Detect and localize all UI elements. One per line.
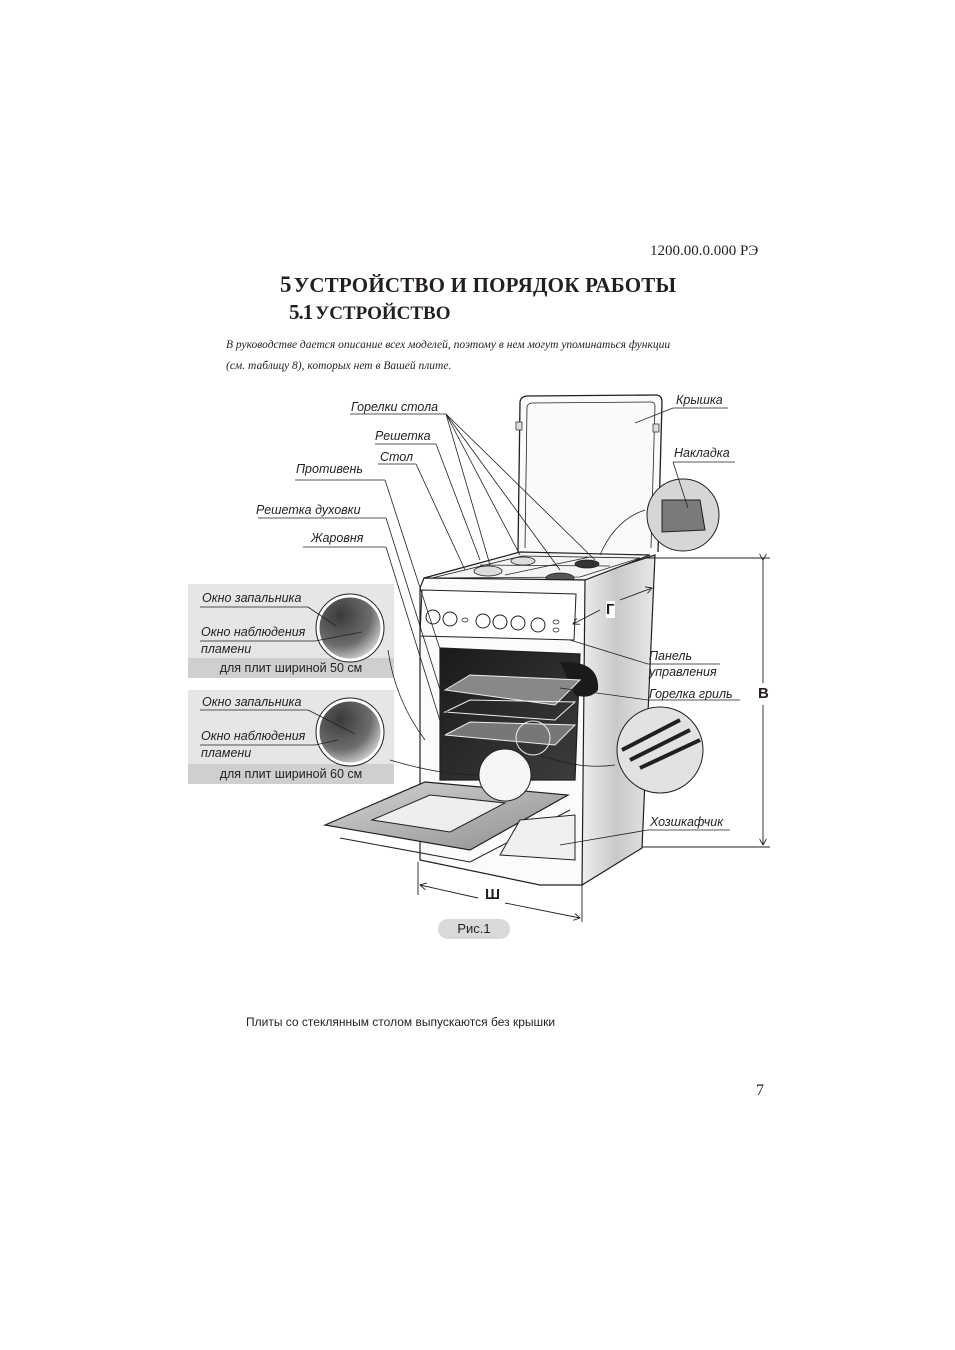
label-oven-rack: Решетка духовки: [256, 503, 361, 517]
dimension-depth: Г: [606, 601, 615, 618]
label-flame-window-50-1: Окно наблюдения: [201, 625, 306, 639]
intro-line-1: В руководстве дается описание всех модел…: [226, 339, 671, 351]
label-grill-burner: Горелка гриль: [649, 687, 733, 701]
label-flame-window-60-2: пламени: [201, 746, 252, 760]
intro-paragraph: В руководстве дается описание всех модел…: [226, 335, 746, 377]
label-grate: Решетка: [375, 429, 431, 443]
label-overlay: Накладка: [674, 446, 730, 460]
oven-cavity: [439, 647, 599, 781]
label-flame-window-50-2: пламени: [201, 642, 252, 656]
label-control-panel-1: Панель: [649, 649, 693, 663]
dimension-lines: [417, 558, 770, 922]
label-control-panel-2: управления: [649, 665, 717, 679]
figure-caption: Рис.1: [438, 919, 510, 939]
section-heading: 5УСТРОЙСТВО И ПОРЯДОК РАБОТЫ: [280, 272, 676, 298]
lid: [515, 394, 663, 553]
label-table: Стол: [380, 450, 414, 464]
label-storage-drawer: Хозшкафчик: [650, 815, 724, 829]
inset-caption: для плит шириной 60 см: [188, 764, 394, 784]
control-panel: [419, 589, 577, 641]
label-baking-tray: Противень: [296, 462, 363, 476]
label-burners: Горелки стола: [351, 400, 439, 414]
section-title: УСТРОЙСТВО И ПОРЯДОК РАБОТЫ: [293, 273, 677, 297]
document-code: 1200.00.0.000 РЭ: [650, 243, 759, 259]
footnote: Плиты со стеклянным столом выпускаются б…: [246, 1015, 556, 1029]
section-number: 5: [280, 272, 292, 297]
intro-line-2: (см. таблицу 8), которых нет в Вашей пли…: [226, 360, 452, 372]
label-flame-window-60-1: Окно наблюдения: [201, 729, 306, 743]
subsection-title: УСТРОЙСТВО: [315, 303, 451, 324]
inset-caption: для плит шириной 50 см: [188, 658, 394, 678]
subsection-number: 5.1: [289, 300, 313, 324]
leader-lines: [200, 407, 740, 846]
inset-lens-60: [316, 698, 384, 766]
label-ignition-window-60: Окно запальника: [202, 695, 302, 709]
label-lid: Крышка: [676, 393, 723, 407]
dimension-width: Ш: [485, 886, 501, 903]
page-number: 7: [756, 1082, 764, 1099]
dimension-height: В: [758, 685, 769, 702]
rack-lens: [616, 706, 704, 794]
door-lens: [478, 748, 532, 802]
label-roasting-pan: Жаровня: [311, 531, 364, 545]
storage-drawer: [499, 814, 576, 861]
label-ignition-window-50: Окно запальника: [202, 591, 302, 605]
inset-lens-50: [316, 594, 384, 662]
